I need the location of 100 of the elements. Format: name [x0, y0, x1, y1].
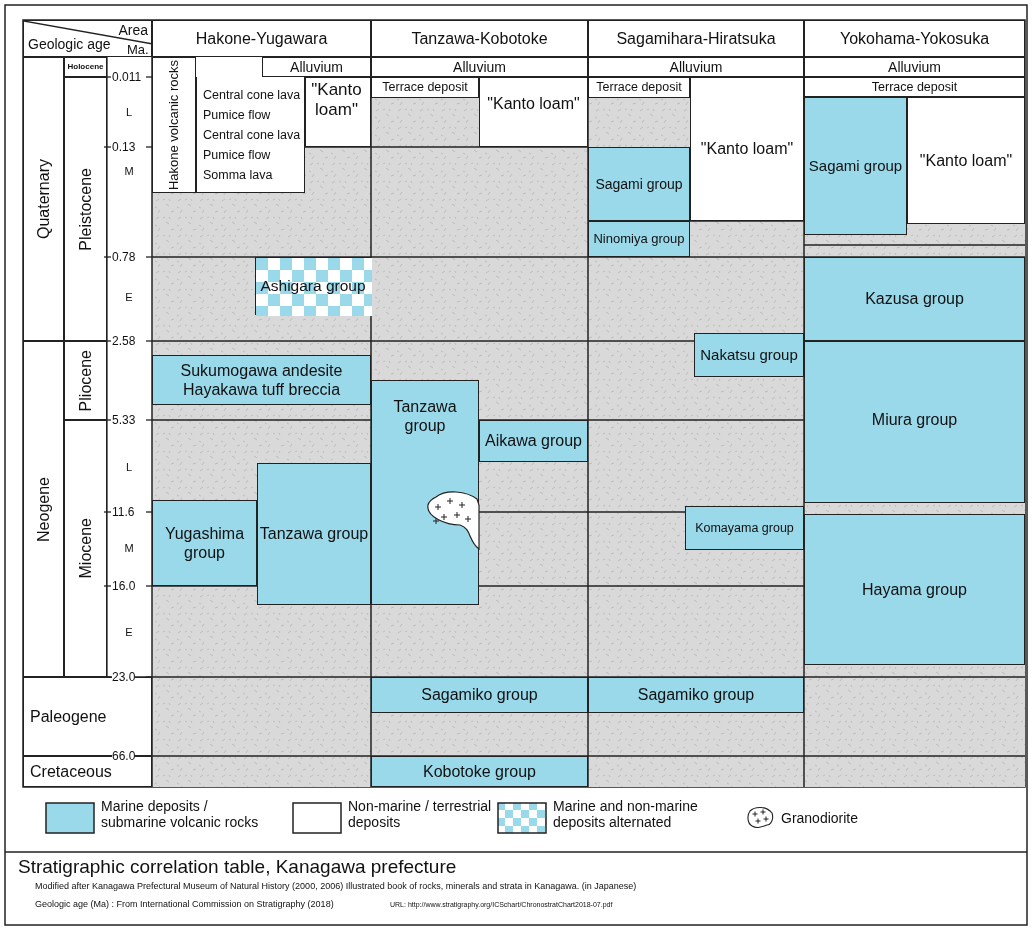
period-label: Paleogene [30, 706, 107, 727]
stratum-label: Pumice flow [203, 106, 271, 124]
column-header-label: Area [118, 22, 148, 39]
stratum-label: "Kanto loam" [700, 139, 794, 159]
column-header [371, 20, 588, 57]
stratum-label: Aikawa group [485, 431, 582, 451]
strata-box [804, 514, 1025, 665]
stratum-label: Central cone lava [203, 126, 301, 144]
strata-box [371, 57, 588, 77]
subepoch-label: L [125, 461, 133, 473]
column-header [588, 20, 804, 57]
stratum-label: Komayama group [695, 520, 794, 536]
stratum-label: Terrace deposit [596, 80, 682, 95]
period-cell [64, 77, 107, 341]
stratum-label: Ashigara group [260, 276, 366, 296]
caption: Stratigraphic correlation table, Kanagawa prefecture [18, 856, 457, 878]
stratum-label: Pumice flow [203, 146, 271, 164]
column-header-label: Geologic age [28, 36, 111, 53]
strata-box [804, 341, 1025, 503]
column-header-label: Sagamihara-Hiratsuka [616, 28, 776, 49]
age-value: 23.0 [112, 671, 136, 683]
stratum-label: "Kanto loam" [487, 94, 580, 114]
stratum-label: Nakatsu group [700, 346, 798, 364]
age-value: 11.6 [112, 506, 135, 518]
strata-box [152, 500, 257, 586]
stratum-label: "Kanto loam" [919, 150, 1013, 171]
period-cell [23, 341, 64, 677]
stratum-label: Kazusa group [865, 289, 964, 309]
period-cell [64, 341, 107, 420]
stratum-label: Hayakawa tuff breccia [182, 380, 341, 400]
legend-label: Non-marine / terrestrial deposits [348, 798, 493, 831]
stratum-label: Terrace deposit [382, 80, 468, 95]
strata-box [305, 77, 371, 147]
stratum-label: Hakone volcanic rocks [166, 59, 182, 191]
strata-box [371, 756, 588, 787]
period-label: Quaternary [33, 158, 53, 239]
unit-label: Ma. [127, 42, 149, 56]
period-cell [64, 57, 107, 77]
column-header-label: Yokohama-Yokosuka [839, 28, 990, 49]
strata-box [907, 97, 1025, 224]
legend-label: Marine and non-marine deposits alternated [553, 798, 699, 831]
column-header-label: Tanzawa-Kobotoke [411, 28, 548, 49]
stratum-label: Tanzawa group [392, 397, 458, 436]
strata-box [479, 420, 588, 462]
strata-box [152, 355, 371, 405]
strata-box [479, 77, 588, 147]
strata-box [152, 57, 196, 193]
subepoch-label: M [124, 165, 134, 177]
subepoch-label: L [125, 106, 133, 118]
stratum-label: Sagami group [595, 175, 683, 193]
strata-box [371, 677, 588, 713]
strata-box [371, 77, 479, 98]
period-label: Pliocene [75, 349, 95, 412]
stratum-label: Sagamiko group [637, 685, 755, 705]
period-cell [23, 57, 64, 341]
stratum-label: Alluvium [290, 58, 343, 76]
period-label: Holocene [67, 62, 104, 72]
subepoch-label: E [125, 626, 133, 638]
strata-box [588, 677, 804, 713]
age-value: 16.0 [112, 580, 136, 592]
strata-box [196, 77, 305, 193]
stratum-label: Miura group [871, 410, 958, 430]
age-value: 0.011 [112, 71, 142, 83]
stratum-label: Kobotoke group [423, 761, 536, 782]
stratum-label: Tanzawa group [259, 524, 369, 544]
strata-box [255, 257, 371, 315]
legend-label: Granodiorite [781, 810, 860, 827]
stratum-label: Sagamiko group [421, 685, 538, 705]
subepoch-label: M [124, 542, 134, 554]
strata-box [804, 57, 1025, 77]
stratum-label: Yugashima group [163, 523, 246, 563]
legend-label: Marine deposits / submarine volcanic rocks [101, 798, 260, 831]
stratum-label: Hayama group [862, 579, 967, 600]
strata-box [685, 506, 804, 550]
period-label: Neogene [33, 476, 53, 542]
strata-box [257, 463, 371, 605]
stratum-label: Alluvium [453, 58, 506, 76]
age-value: 5.33 [112, 414, 136, 426]
strata-box [588, 57, 804, 77]
source-note: Geologic age (Ma) : From International Commission on Stratigraphy (2018) [35, 899, 334, 909]
strata-box [371, 380, 479, 605]
age-value: 66.0 [112, 750, 136, 762]
strata-box [694, 333, 804, 377]
strata-box [588, 147, 690, 221]
source-note: Modified after Kanagawa Prefectural Museum of Natural History (2000, 2006) Illustrated book of rocks, minerals and strata in Kanagawa. (in Japanese) [35, 881, 637, 891]
strata-box [588, 221, 690, 257]
strata-box [262, 57, 371, 77]
strata-box [804, 97, 907, 235]
stratum-label: Sagami group [808, 157, 903, 175]
column-header [804, 20, 1025, 57]
period-label: Cretaceous [30, 761, 112, 782]
stratum-label: Terrace deposit [871, 79, 958, 95]
age-value: 0.13 [112, 141, 136, 153]
stratum-label: Ninomiya group [593, 231, 685, 247]
strata-box [588, 77, 690, 98]
strata-box [804, 77, 1025, 97]
age-value: 2.58 [112, 335, 136, 347]
stratum-label: Somma lava [203, 166, 273, 184]
period-label: Miocene [75, 518, 95, 579]
strata-box [690, 77, 804, 221]
